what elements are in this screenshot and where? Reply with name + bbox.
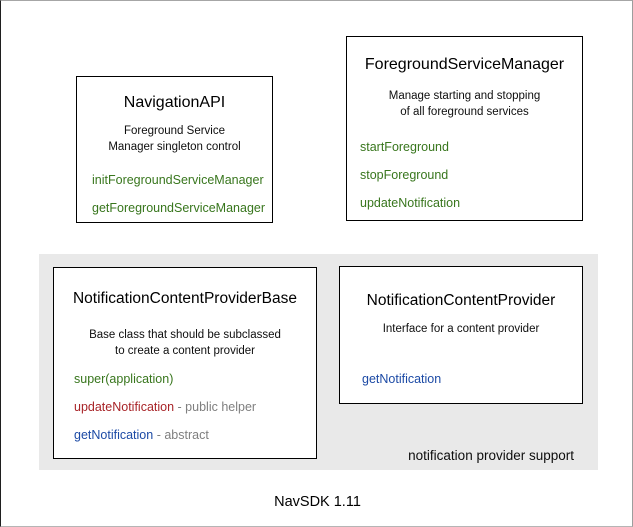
method-getForegroundServiceManager: getForegroundServiceManager [92, 202, 272, 215]
class-box-notification-content-provider: NotificationContentProvider Interface fo… [339, 266, 583, 404]
group-label: notification provider support [408, 448, 574, 463]
class-description: Base class that should be subclassed to … [89, 329, 281, 357]
class-title: ForegroundServiceManager [364, 56, 565, 73]
method-label: updateNotification [74, 400, 175, 414]
method-suffix: - abstract [153, 428, 209, 442]
method-suffix: - public helper [174, 400, 257, 414]
sdk-version-caption: NavSDK 1.11 [274, 494, 361, 510]
method-label: startForeground [360, 140, 449, 154]
class-description: Foreground Service Manager singleton con… [108, 125, 241, 153]
method-getNotification: getNotification - abstract [74, 429, 316, 442]
class-title: NotificationContentProvider [366, 292, 556, 309]
method-label: super(application) [74, 372, 174, 386]
method-label: getNotification [362, 372, 442, 386]
method-label: getNotification [74, 428, 154, 442]
method-updateNotification: updateNotification [360, 197, 582, 210]
method-super-application: super(application) [74, 373, 316, 386]
class-box-foreground-service-manager: ForegroundServiceManager Manage starting… [346, 36, 583, 221]
method-list: startForeground stopForeground updateNot… [360, 141, 582, 210]
method-label: stopForeground [360, 168, 449, 182]
method-updateNotification: updateNotification - public helper [74, 401, 316, 414]
method-stopForeground: stopForeground [360, 169, 582, 182]
class-description: Interface for a content provider [382, 323, 540, 335]
method-label: initForegroundServiceManager [92, 173, 264, 187]
method-list: super(application) updateNotification - … [74, 373, 316, 442]
class-description: Manage starting and stopping of all fore… [388, 90, 541, 118]
class-box-notification-content-provider-base: NotificationContentProviderBase Base cla… [53, 267, 317, 459]
method-initForegroundServiceManager: initForegroundServiceManager [92, 174, 272, 187]
method-list: initForegroundServiceManager getForegrou… [92, 174, 272, 215]
method-list: getNotification [362, 373, 582, 386]
method-startForeground: startForeground [360, 141, 582, 154]
method-label: updateNotification [360, 196, 461, 210]
method-label: getForegroundServiceManager [92, 201, 266, 215]
class-box-navigation-api: NavigationAPI Foreground Service Manager… [76, 76, 273, 223]
class-title: NotificationContentProviderBase [72, 290, 297, 307]
method-getNotification: getNotification [362, 373, 582, 386]
class-title: NavigationAPI [123, 94, 226, 111]
